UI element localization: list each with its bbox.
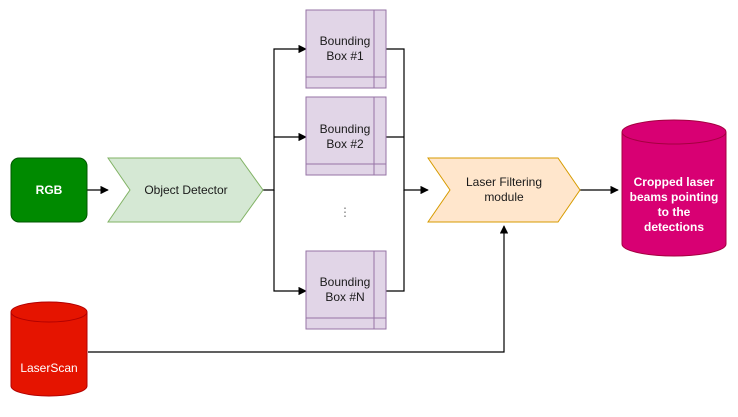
object-detector-node: Object Detector	[107, 157, 264, 223]
bbox-n-line-2: Box #N	[325, 290, 364, 304]
output-line-4: detections	[644, 220, 704, 234]
laserscan-body	[10, 312, 88, 397]
laserscan-label: LaserScan	[20, 361, 77, 375]
bbox-n-node: Bounding Box #N	[305, 250, 387, 330]
laser-filter-node: Laser Filtering module	[427, 157, 581, 223]
bbox-n-line-1: Bounding	[320, 275, 371, 289]
edge-detector-to-bboxn	[273, 190, 307, 296]
output-body	[621, 132, 727, 257]
bbox-2-shape	[305, 96, 387, 176]
output-line-1: Cropped laser	[634, 175, 715, 189]
edge-bboxn-to-filter	[386, 190, 405, 292]
bbox-1-node: Bounding Box #1	[305, 9, 387, 89]
edge-laserscan-to-filter	[88, 225, 509, 353]
bbox-1-line-1: Bounding	[320, 34, 371, 48]
edge-bbox1-to-filter	[386, 48, 429, 195]
bbox-n-shape	[305, 250, 387, 330]
edges	[87, 44, 619, 353]
bbox-1-line-2: Box #1	[326, 49, 364, 63]
output-node: Cropped laser beams pointing to the dete…	[621, 119, 727, 257]
output-line-2: beams pointing	[630, 190, 719, 204]
laser-filter-line-1: Laser Filtering	[466, 175, 542, 189]
laser-filter-shape	[427, 157, 581, 223]
rgb-node: RGB	[10, 157, 88, 223]
bbox-2-line-1: Bounding	[320, 122, 371, 136]
bbox-2-line-2: Box #2	[326, 137, 364, 151]
rgb-box	[10, 157, 88, 223]
bbox-1-shape	[305, 9, 387, 89]
edge-detector-to-bbox1	[263, 44, 307, 191]
output-top	[621, 119, 727, 145]
object-detector-shape	[107, 157, 264, 223]
ellipsis: ⋮	[339, 205, 351, 219]
laserscan-node: LaserScan	[10, 301, 88, 397]
rgb-label: RGB	[36, 183, 63, 197]
laser-filter-line-2: module	[484, 190, 524, 204]
output-line-3: to the	[658, 205, 691, 219]
object-detector-label: Object Detector	[144, 183, 227, 197]
bbox-2-node: Bounding Box #2	[305, 96, 387, 176]
laserscan-top	[10, 301, 88, 323]
